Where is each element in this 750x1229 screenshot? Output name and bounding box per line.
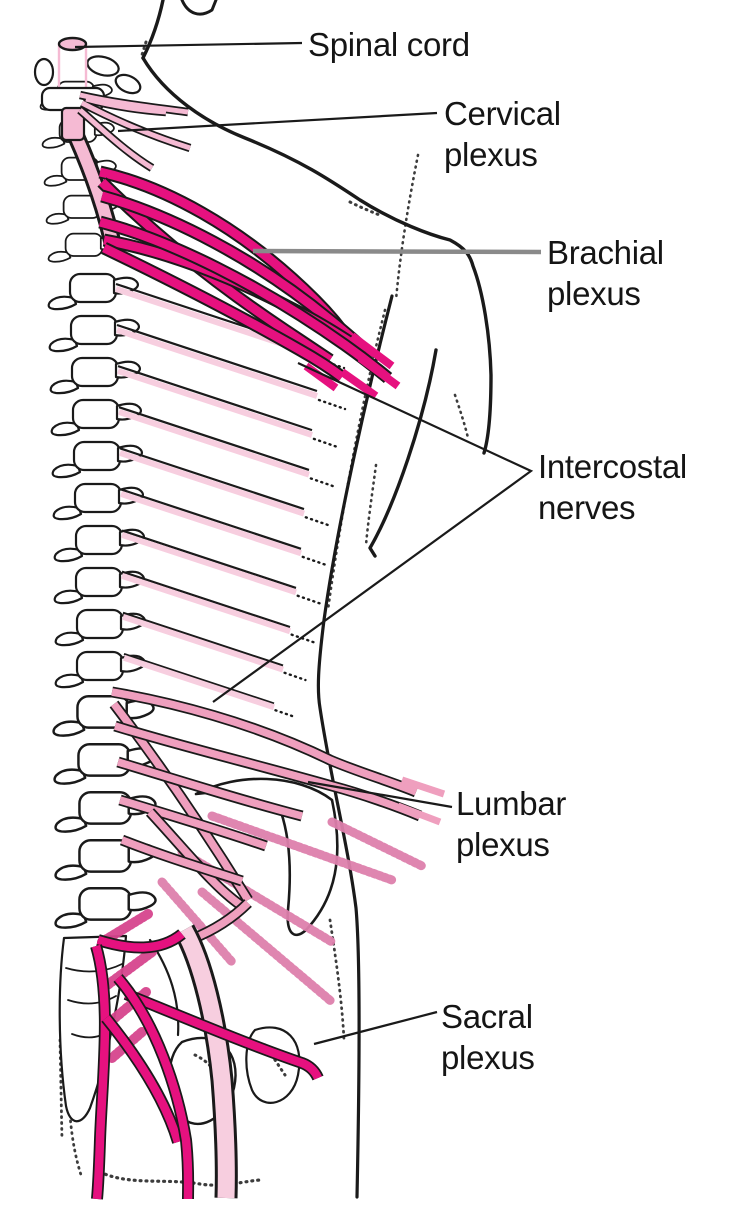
label-intercostal-nerves-line2: nerves: [538, 489, 636, 526]
label-sacral-plexus-line1: Sacral: [441, 998, 533, 1035]
leader-brachial-plexus: [252, 248, 542, 255]
inner-arm-contour: [368, 348, 438, 558]
label-intercostal-nerves: Intercostal nerves: [538, 446, 687, 528]
label-cervical-plexus: Cervical plexus: [444, 93, 561, 175]
label-lumbar-plexus-line2: plexus: [456, 826, 550, 863]
label-brachial-plexus-line2: plexus: [547, 275, 641, 312]
label-intercostal-nerves-line1: Intercostal: [538, 448, 687, 485]
leader-cervical-plexus: [117, 111, 438, 133]
leader-lumbar-plexus: [307, 780, 453, 809]
lumbar-plexus-graphic: [109, 686, 446, 945]
shoulder-arm-contour: [141, 56, 493, 455]
label-sacral-plexus-line2: plexus: [441, 1039, 535, 1076]
ear-contour: [180, 0, 218, 16]
back-hip-thigh-contour: [316, 294, 394, 1199]
leader-spinal-cord: [74, 41, 303, 49]
leader-intercostal-nerves: [212, 362, 534, 703]
label-lumbar-plexus: Lumbar plexus: [456, 783, 566, 865]
cervical-plexus-graphic: [77, 90, 192, 172]
label-cervical-plexus-line2: plexus: [444, 136, 538, 173]
label-cervical-plexus-line1: Cervical: [444, 95, 561, 132]
label-lumbar-plexus-line1: Lumbar: [456, 785, 567, 822]
ischial-tuberosity-outline: [245, 1026, 301, 1104]
label-brachial-plexus-line1: Brachial: [547, 234, 664, 271]
sacral-plexus-graphic: [90, 909, 324, 1200]
leader-sacral-plexus: [313, 1010, 438, 1046]
label-spinal-cord-line1: Spinal cord: [308, 26, 470, 63]
neck-back-contour: [141, 0, 165, 60]
label-sacral-plexus: Sacral plexus: [441, 996, 535, 1078]
brachial-plexus-graphic: [97, 165, 401, 400]
label-spinal-cord: Spinal cord: [308, 24, 470, 65]
label-brachial-plexus: Brachial plexus: [547, 232, 664, 314]
leader-lines: [74, 41, 542, 1046]
